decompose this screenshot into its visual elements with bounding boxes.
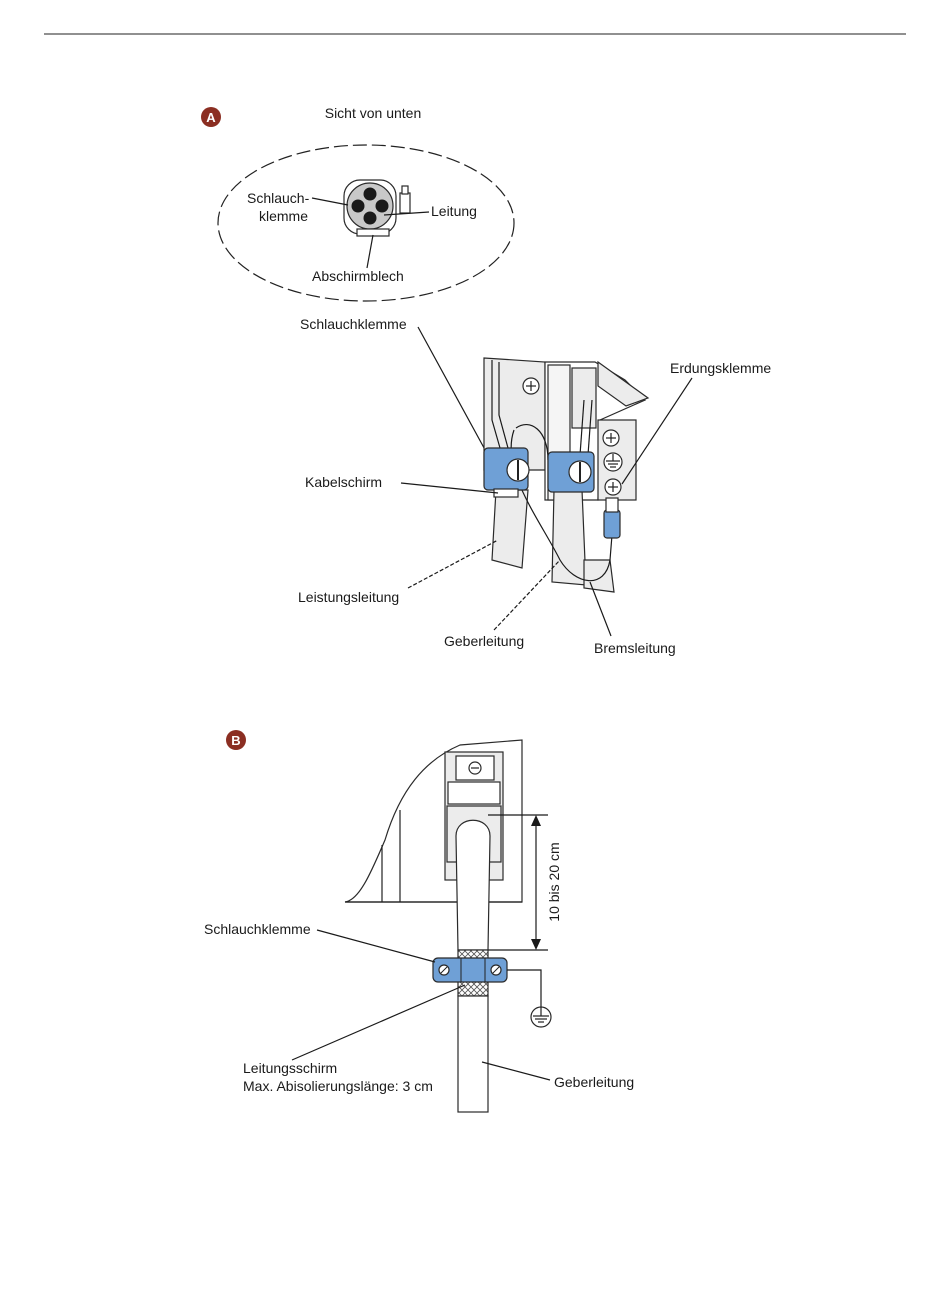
connector-bottom-view bbox=[344, 180, 410, 236]
view-title: Sicht von unten bbox=[325, 105, 422, 121]
motor-housing-side bbox=[345, 740, 522, 950]
label-leitung: Leitung bbox=[431, 203, 477, 219]
hose-clamp bbox=[433, 958, 507, 982]
label-dimension: 10 bis 20 cm bbox=[546, 842, 562, 921]
ground-icon bbox=[604, 453, 622, 471]
label-leistungsleitung: Leistungsleitung bbox=[298, 589, 399, 605]
label-bremsleitung: Bremsleitung bbox=[594, 640, 676, 656]
section-a: A Sicht von unten Schlauch- klemme Leitu… bbox=[201, 105, 771, 656]
ground-icon bbox=[531, 1007, 551, 1027]
label-abschirmblech: Abschirmblech bbox=[312, 268, 404, 284]
label-schlauchklemme-b: Schlauchklemme bbox=[204, 921, 311, 937]
label-schlauchklemme-inset-1: Schlauch- bbox=[247, 190, 310, 206]
label-kabelschirm: Kabelschirm bbox=[305, 474, 382, 490]
label-geberleitung-a: Geberleitung bbox=[444, 633, 524, 649]
label-erdungsklemme: Erdungsklemme bbox=[670, 360, 771, 376]
label-schlauchklemme-inset-2: klemme bbox=[259, 208, 308, 224]
section-b: B 10 bis 20 cm bbox=[204, 730, 634, 1112]
label-abisolierung: Max. Abisolierungslänge: 3 cm bbox=[243, 1078, 433, 1094]
encoder-cable bbox=[458, 996, 488, 1112]
badge-b-label: B bbox=[231, 733, 240, 748]
badge-a-label: A bbox=[206, 110, 216, 125]
motor-connector-assembly bbox=[484, 358, 648, 592]
label-leitungsschirm: Leitungsschirm bbox=[243, 1060, 337, 1076]
label-geberleitung-b: Geberleitung bbox=[554, 1074, 634, 1090]
label-schlauchklemme: Schlauchklemme bbox=[300, 316, 407, 332]
